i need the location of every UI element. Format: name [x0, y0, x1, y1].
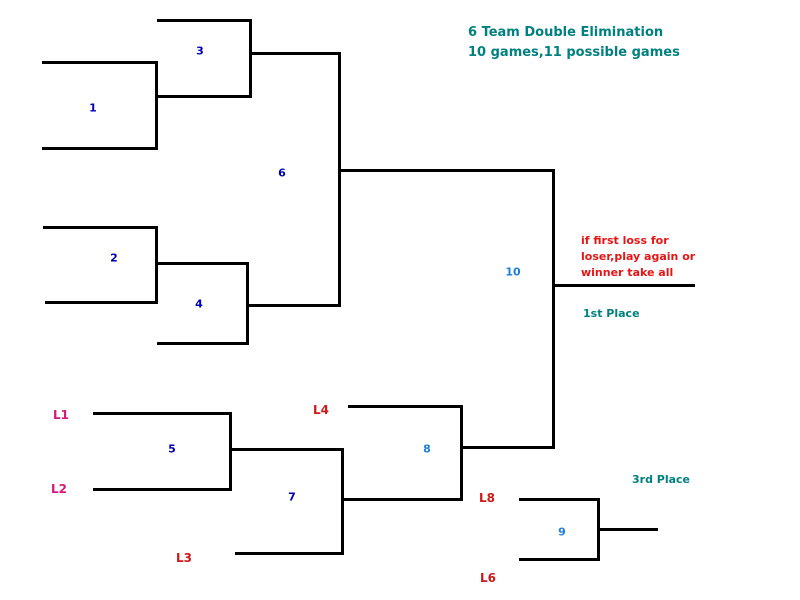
loser-slot-l4: L4 [313, 403, 329, 417]
bracket-line-game3-vertical [249, 19, 252, 98]
bracket-line-game5-winner [229, 448, 343, 451]
bracket-line-game2-winner [155, 262, 249, 265]
bracket-line-l3-feed [235, 552, 344, 555]
championship-note-line1: if first loss for [581, 234, 669, 247]
game-1-label: 1 [89, 101, 97, 115]
loser-slot-l8: L8 [479, 491, 495, 505]
loser-slot-l6: L6 [480, 571, 496, 585]
bracket-line-game2-top [43, 226, 157, 229]
bracket-line-game8-vertical [460, 405, 463, 501]
game-2-label: 2 [110, 251, 118, 265]
game-9-label: 9 [558, 525, 566, 539]
loser-slot-l2: L2 [51, 482, 67, 496]
bracket-title: 6 Team Double Elimination 10 games,11 po… [468, 23, 680, 63]
bracket-line-game6-vertical [338, 52, 341, 307]
game-6-label: 6 [278, 166, 286, 180]
bracket-line-game7-winner [341, 498, 463, 501]
bracket-line-game3-top [157, 19, 252, 22]
third-place-label: 3rd Place [632, 473, 691, 486]
game-10-label: 10 [505, 265, 521, 279]
bracket-title-line2: 10 games,11 possible games [468, 45, 680, 60]
game-5-label: 5 [168, 442, 176, 456]
loser-slot-l1: L1 [53, 408, 69, 422]
loser-slot-l3: L3 [176, 551, 192, 565]
championship-note-line2: loser,play again or [581, 250, 696, 263]
bracket-title-line1: 6 Team Double Elimination [468, 25, 664, 40]
bracket-line-game1-bottom [42, 147, 157, 150]
championship-note-line3: winner take all [581, 266, 674, 279]
bracket-line-game4-winner [246, 304, 341, 307]
bracket-line-game1-vertical [155, 61, 158, 150]
bracket-line-l8-feed [519, 498, 600, 501]
bracket-line-game4-vertical [246, 262, 249, 345]
bracket-line-l2-feed [93, 488, 232, 491]
bracket-line-game1-top [42, 61, 157, 64]
bracket-line-game3-winner [249, 52, 341, 55]
bracket-line-game10-vertical [552, 169, 555, 449]
first-place-label: 1st Place [583, 307, 640, 320]
bracket-line-game1-winner [155, 95, 252, 98]
championship-note: if first loss for loser,play again or wi… [581, 233, 695, 281]
bracket-line-l4-feed [348, 405, 463, 408]
game-3-label: 3 [196, 44, 204, 58]
bracket-line-l6-feed [519, 558, 600, 561]
bracket-line-game5-vertical [229, 412, 232, 491]
bracket-line-game2-vertical [155, 226, 158, 304]
bracket-line-game2-bottom [45, 301, 157, 304]
game-7-label: 7 [288, 490, 296, 504]
bracket-line-game7-vertical [341, 448, 344, 555]
bracket-line-game6-winner [338, 169, 555, 172]
game-8-label: 8 [423, 442, 431, 456]
bracket-line-game10-winner [552, 284, 695, 287]
bracket-line-game9-winner [597, 528, 658, 531]
bracket-line-l1-feed [93, 412, 232, 415]
bracket-line-game8-winner [460, 446, 555, 449]
game-4-label: 4 [195, 297, 203, 311]
bracket-line-game4-bottom [157, 342, 249, 345]
